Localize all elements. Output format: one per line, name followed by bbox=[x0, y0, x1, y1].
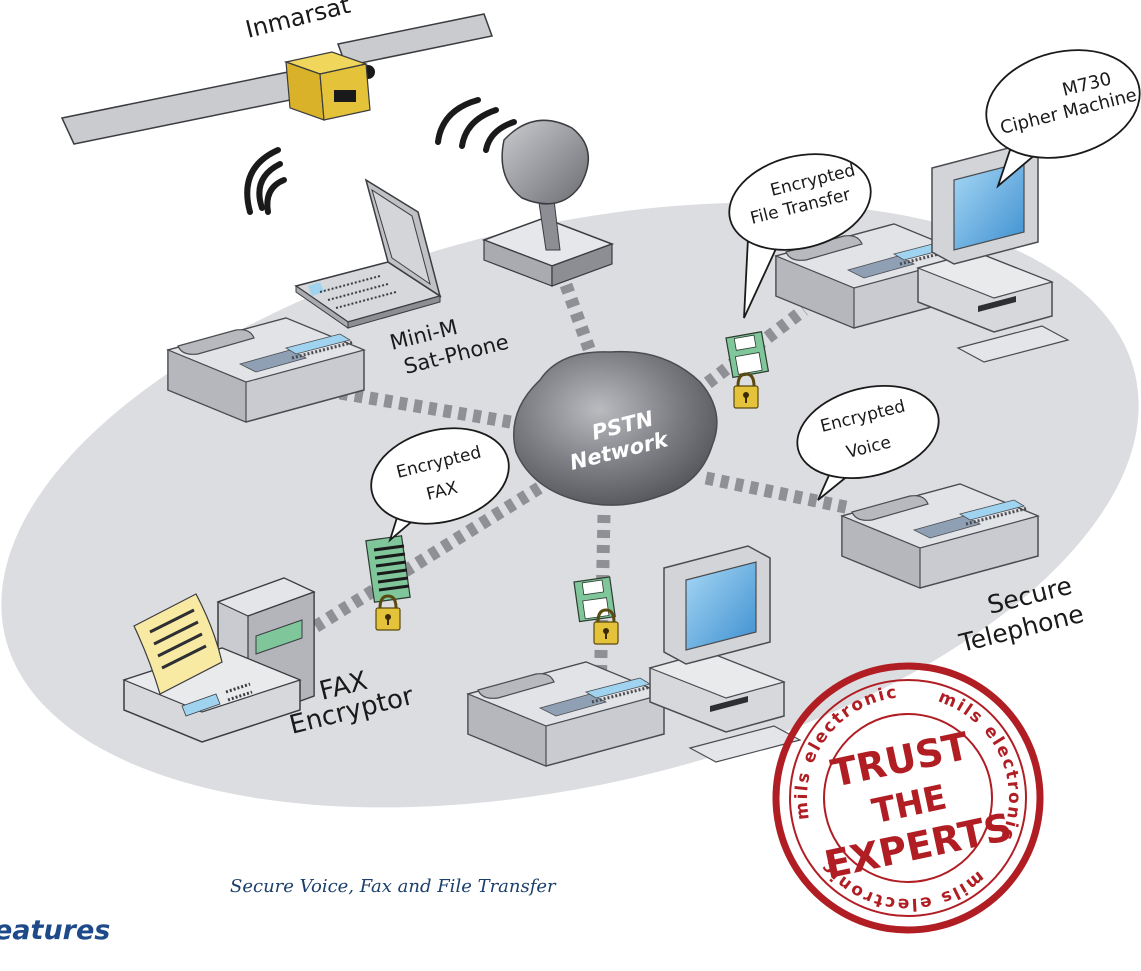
features-heading: eatures bbox=[0, 915, 111, 946]
bubble-encrypted-fax bbox=[370, 427, 510, 543]
link-minim bbox=[338, 386, 530, 432]
bubble-encrypted-voice bbox=[796, 384, 940, 501]
encrypted-fax-sheet-icon bbox=[365, 535, 411, 603]
fax-encryptor-icon bbox=[122, 577, 316, 743]
diagram-caption: Secure Voice, Fax and File Transfer bbox=[230, 876, 556, 897]
floppy-disk-icon bbox=[725, 331, 769, 378]
pstn-network-cloud bbox=[513, 350, 718, 506]
stamp-line-1: TRUST bbox=[827, 724, 973, 796]
bubble-file-transfer bbox=[728, 153, 872, 319]
signal-waves-icon bbox=[244, 97, 517, 215]
link-fax bbox=[306, 474, 556, 636]
satellite-icon bbox=[60, 13, 494, 145]
satellite-label: Inmarsat bbox=[243, 0, 353, 44]
satellite-dish-icon bbox=[481, 119, 615, 287]
link-secure-phone bbox=[704, 471, 852, 515]
bubble-cipher-machine bbox=[985, 49, 1141, 189]
laptop-icon bbox=[294, 178, 442, 329]
floppy-disk-icon bbox=[573, 576, 616, 623]
